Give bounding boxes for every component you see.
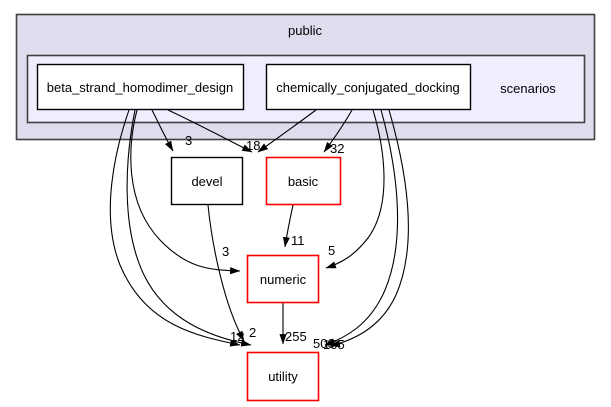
edge-path-basic-numeric (282, 204, 294, 248)
node-basic[interactable]: basic (265, 156, 342, 206)
edge-chem-to-numeric: 5 (325, 109, 385, 269)
nodes-layer: beta_strand_homodimer_design chemically_… (36, 63, 472, 402)
cluster-scenarios-label: scenarios (500, 81, 556, 96)
edge-label-chem-numeric: 5 (328, 243, 335, 258)
edge-path-beta-numeric (130, 109, 241, 275)
node-label-basic: basic (288, 174, 319, 189)
node-box-chemically-conjugated-docking[interactable] (265, 63, 472, 111)
edge-label-beta-numeric: 3 (222, 244, 229, 259)
edge-chem-to-devel (257, 109, 317, 153)
edge-path-beta-utility-a (109, 109, 241, 347)
edge-path-beta-basic (167, 109, 253, 153)
edge-path-chem-basic (323, 109, 353, 153)
node-chemically-conjugated-docking[interactable]: chemically_conjugated_docking (265, 63, 472, 111)
edge-path-chem-devel (257, 109, 317, 153)
edge-label-chem-basic: 32 (330, 141, 344, 156)
edge-label-chem-utility-a: 500 (313, 336, 335, 351)
edge-path-chem-utility-a (324, 109, 399, 346)
edge-beta-to-numeric: 3 (130, 109, 241, 275)
edge-path-chem-numeric (325, 109, 385, 269)
node-box-utility[interactable] (246, 351, 320, 402)
node-label-beta-strand-homodimer-design: beta_strand_homodimer_design (47, 80, 233, 95)
edge-chem-to-utility-a: 500 (313, 109, 399, 351)
edge-basic-to-numeric: 11 (282, 204, 305, 248)
node-devel[interactable]: devel (170, 156, 244, 206)
edge-path-chem-utility-b (329, 109, 409, 348)
node-label-devel: devel (191, 174, 222, 189)
node-label-chemically-conjugated-docking: chemically_conjugated_docking (276, 80, 460, 95)
node-box-basic[interactable] (265, 156, 342, 206)
edge-beta-to-devel: 3 (151, 109, 192, 152)
node-utility[interactable]: utility (246, 351, 320, 402)
edge-label-numeric-utility: 255 (285, 329, 307, 344)
edge-label-chem-utility-b: 105 (323, 337, 345, 352)
edge-label-basic-numeric: 11 (291, 233, 305, 248)
edge-beta-to-basic: 18 (167, 109, 260, 153)
edge-chem-to-utility-b: 105 (323, 109, 409, 352)
edge-path-devel-utility (207, 204, 245, 342)
edge-devel-to-utility (207, 204, 245, 342)
edge-path-beta-devel (151, 109, 174, 152)
edge-path-beta-utility-b (126, 109, 252, 347)
node-box-numeric[interactable] (246, 254, 320, 304)
node-numeric[interactable]: numeric (246, 254, 320, 304)
edges-layer: 3 18 3 12 2 (109, 109, 409, 352)
node-beta-strand-homodimer-design[interactable]: beta_strand_homodimer_design (36, 63, 245, 111)
edge-label-beta-devel: 3 (185, 133, 192, 148)
edge-label-beta-utility-b: 2 (249, 325, 256, 340)
node-label-utility: utility (268, 369, 298, 384)
node-label-numeric: numeric (260, 272, 307, 287)
node-box-devel[interactable] (170, 156, 244, 206)
cluster-public-label: public (288, 23, 322, 38)
edge-beta-to-utility-b: 2 (126, 109, 256, 347)
node-box-beta-strand-homodimer-design[interactable] (36, 63, 245, 111)
edge-label-beta-basic: 18 (246, 138, 260, 153)
edge-numeric-to-utility: 255 (279, 303, 307, 345)
edge-chem-to-basic: 32 (323, 109, 353, 156)
